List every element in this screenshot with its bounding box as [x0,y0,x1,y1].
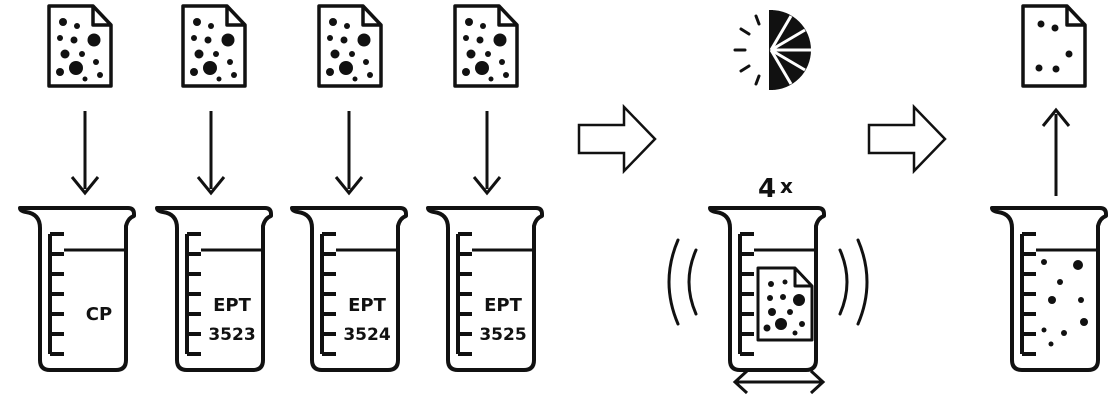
clean-document-icon [1021,4,1087,88]
process-arrow-icon [577,105,657,173]
beaker-label-ept-3523: EPT [213,295,251,316]
beaker-label-cp: CP [85,304,113,325]
beaker-icon [290,206,408,372]
wash-times: x [780,174,793,198]
beaker-label-3524: 3524 [343,325,391,345]
down-arrow-icon [472,109,502,195]
down-arrow-icon [70,109,100,195]
horizontal-double-arrow-icon [732,369,826,395]
suspended-particles [1041,259,1088,347]
shake-motion-icon [667,238,869,326]
down-arrow-icon [334,109,364,195]
down-arrow-icon [196,109,226,195]
beaker-label-ept-3524: EPT [348,295,386,316]
sample-document-icon [317,4,383,88]
result-beaker-icon [990,206,1108,372]
up-arrow-icon [1041,107,1071,196]
beaker-icon [155,206,273,372]
half-sun-timer-icon [733,10,811,90]
sample-document-icon [47,4,113,88]
process-arrow-icon [867,105,947,173]
immersed-document-icon [756,266,814,342]
wash-count: 4 [758,174,777,204]
beaker-label-3525: 3525 [479,325,527,345]
sample-document-icon [181,4,247,88]
beaker-icon [426,206,544,372]
beaker-icon [18,206,136,372]
sample-document-icon [453,4,519,88]
beaker-label-3523: 3523 [208,325,256,345]
beaker-label-ept-3525: EPT [484,295,522,316]
